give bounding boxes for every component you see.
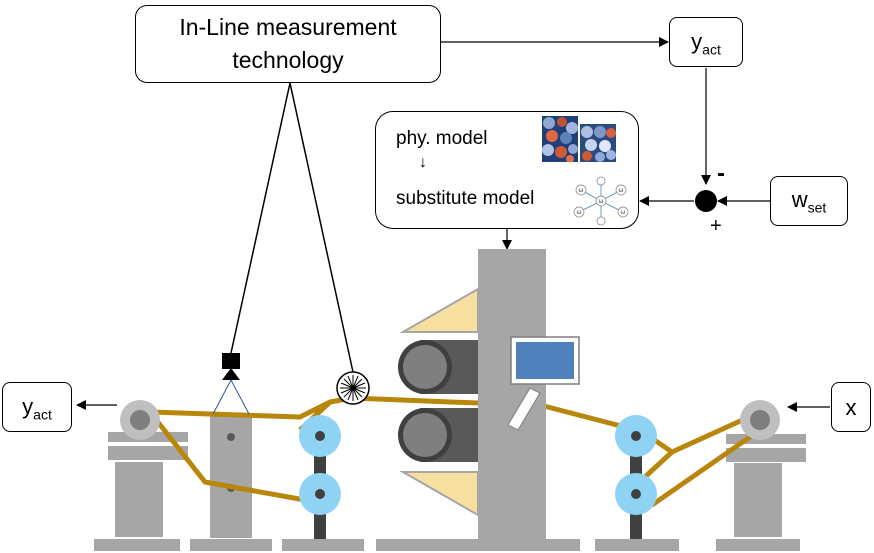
- camera-icon: [212, 353, 250, 415]
- substitute-model-label: substitute model: [396, 188, 535, 209]
- base-winder: [716, 539, 800, 551]
- yact-top-box: yact: [669, 17, 743, 67]
- svg-text:ω: ω: [577, 209, 582, 216]
- yact-left-box: yact: [2, 382, 72, 432]
- line-to-laser: [289, 82, 354, 373]
- comparator-plus: +: [710, 215, 722, 237]
- base-rolls-left: [282, 539, 364, 551]
- winder-post: [734, 463, 782, 537]
- comparator-node: [695, 190, 717, 212]
- upper-triangle: [399, 287, 479, 333]
- measurement-title-line1: In-Line measurement: [179, 14, 397, 40]
- base-unwinder: [94, 539, 180, 551]
- laser-sensor-icon: [336, 371, 370, 405]
- phy-model-label: phy. model: [396, 128, 488, 149]
- lower-triangle: [399, 471, 479, 517]
- base-rolls-right: [595, 539, 679, 551]
- comparator-minus: -: [717, 160, 725, 187]
- yact-top-label: yact: [691, 29, 721, 58]
- measurement-technology-box: In-Line measurement technology: [135, 5, 441, 83]
- svg-text:ω: ω: [619, 187, 624, 194]
- x-input-label: x: [845, 395, 857, 420]
- unwinder-post: [115, 462, 163, 537]
- omega-glyph: ω: [599, 198, 604, 205]
- wset-label: wset: [791, 187, 827, 216]
- particle-image-right: [580, 124, 616, 162]
- svg-text:ω: ω: [621, 209, 626, 216]
- network-graph-icon: ω ω ω ω ω: [573, 176, 629, 226]
- wset-box: wset: [770, 176, 848, 226]
- unwinder-mid: [108, 446, 188, 460]
- screen-arm: [507, 387, 541, 431]
- x-input-box: x: [831, 382, 871, 432]
- base-camera-stand: [190, 539, 272, 551]
- camera-stand: [210, 414, 252, 538]
- line-to-camera: [230, 82, 291, 354]
- down-arrow-icon: ↓: [419, 154, 427, 171]
- yact-left-label: yact: [22, 394, 52, 423]
- base-center: [376, 539, 580, 551]
- svg-text:ω: ω: [579, 187, 584, 194]
- winder-mid: [726, 448, 806, 462]
- particle-image-left: [542, 116, 578, 162]
- measurement-title-line2: technology: [232, 47, 344, 73]
- model-box: phy. model ↓ substitute model ω ω: [375, 111, 639, 229]
